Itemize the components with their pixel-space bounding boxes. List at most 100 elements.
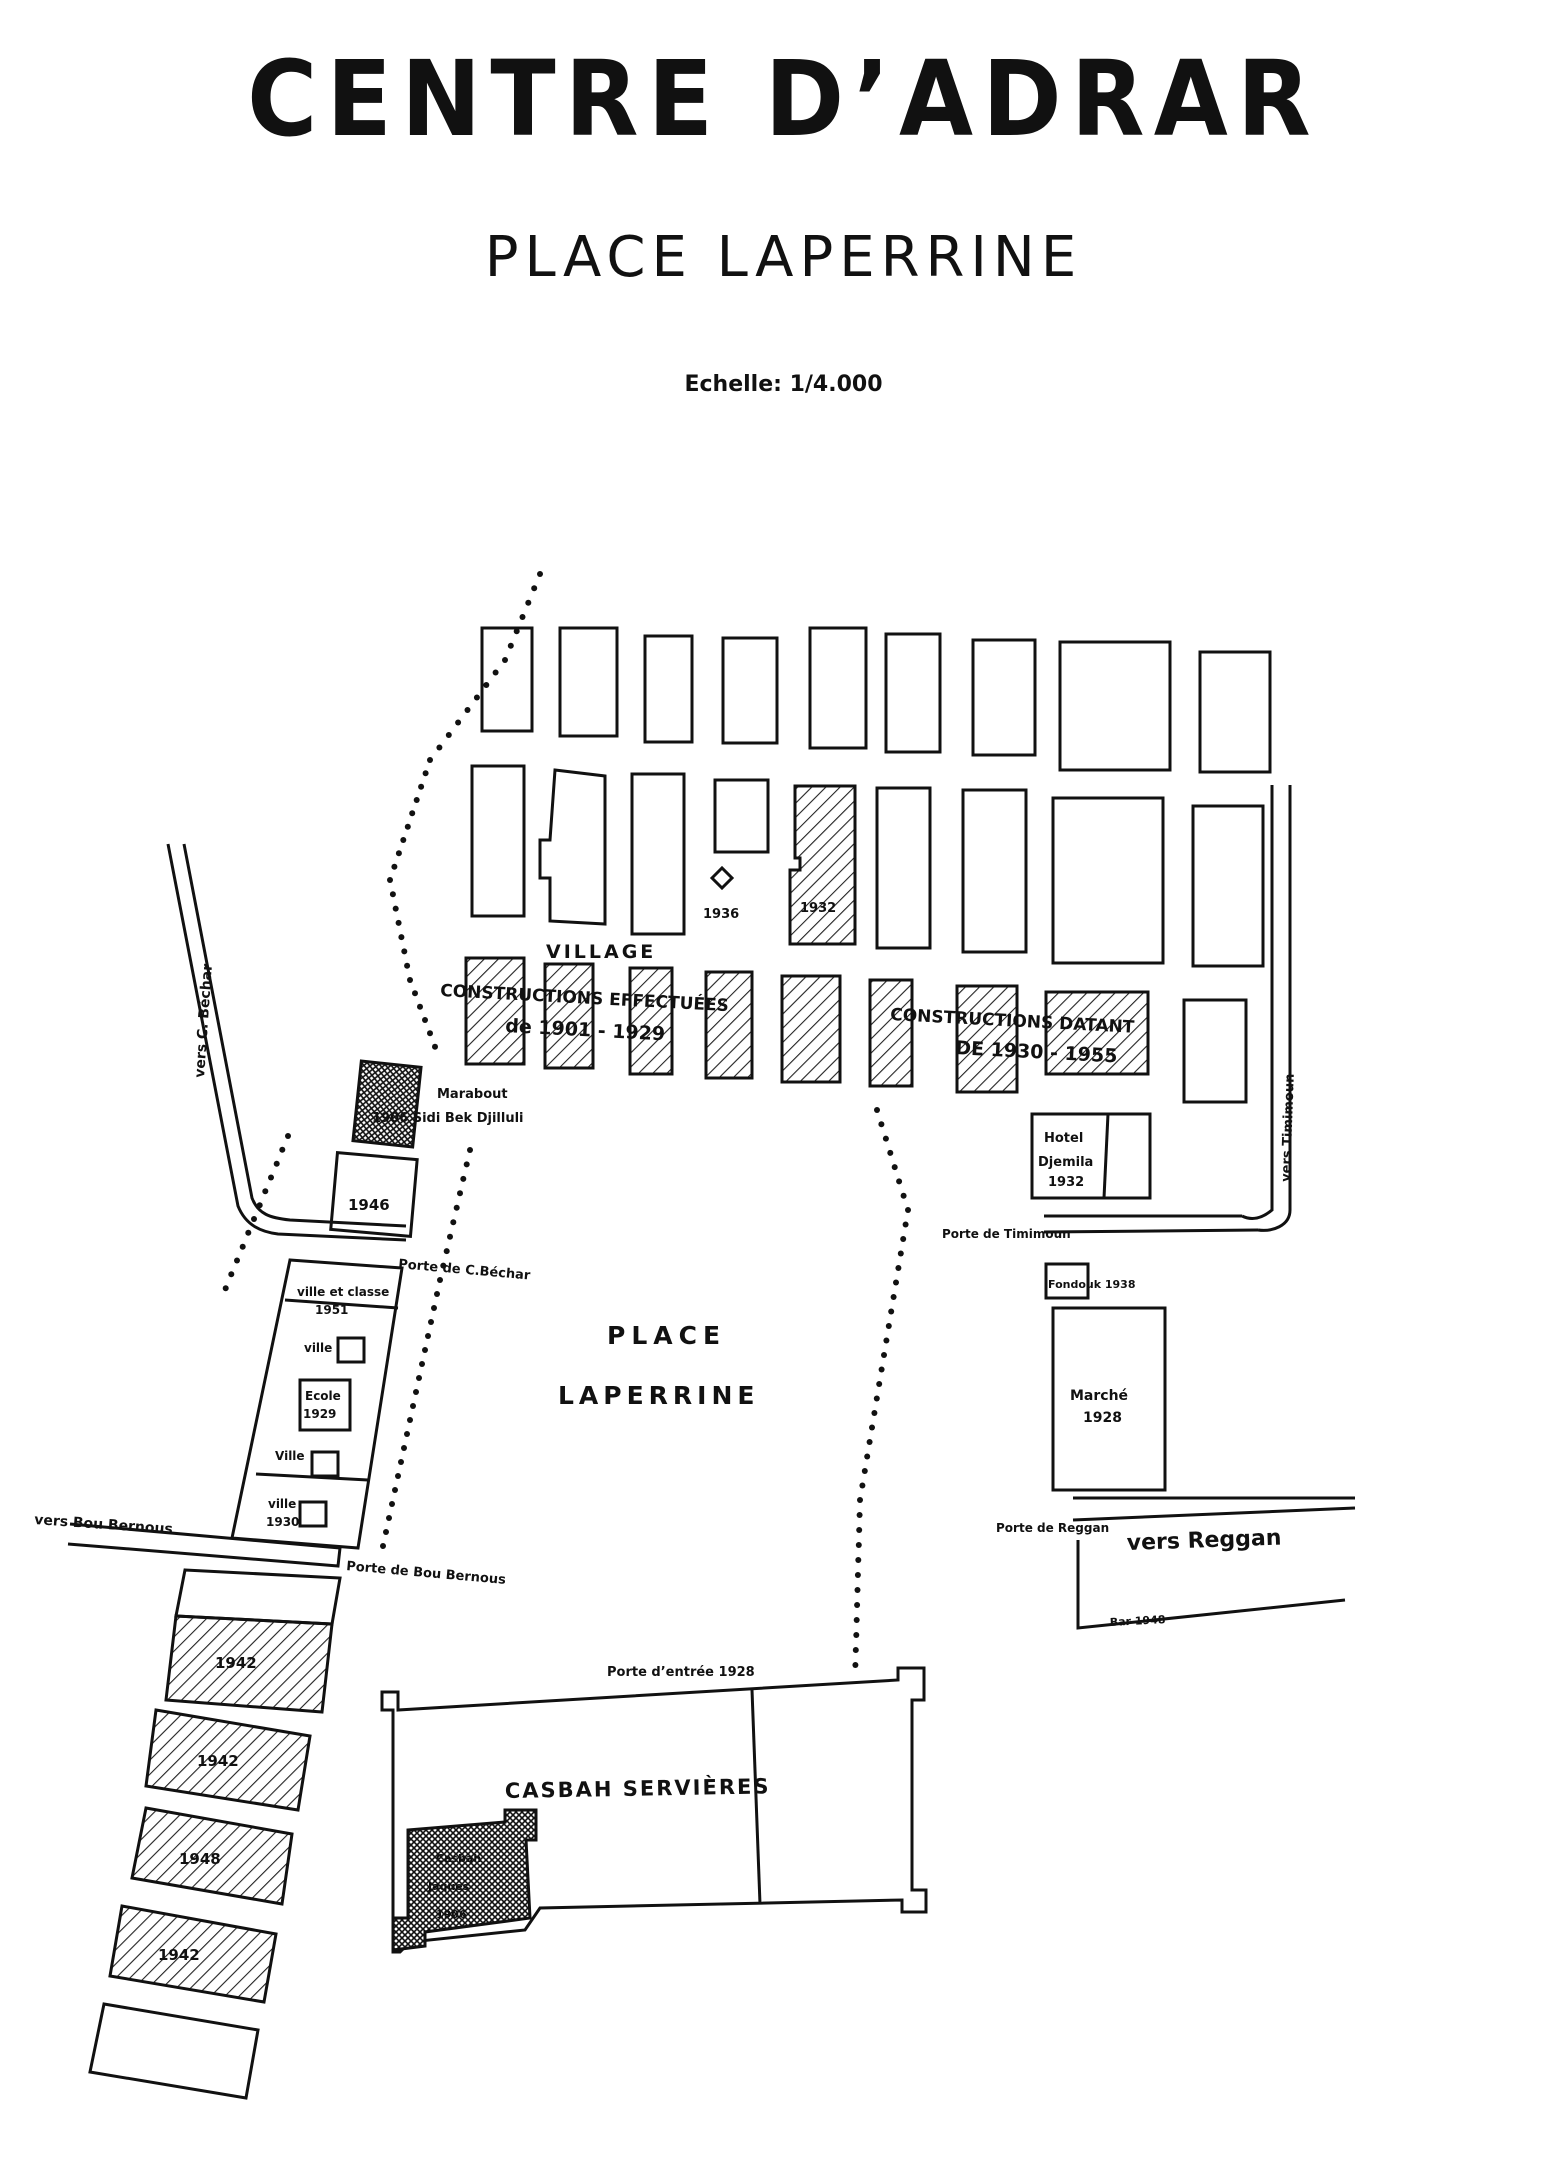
dotted-path-dot (239, 1243, 246, 1250)
dotted-path-dot (416, 1375, 422, 1381)
dotted-path-dot (380, 1543, 386, 1549)
label-porte-timimoun: Porte de Timimoun (942, 1227, 1071, 1241)
label-ville-3: ville (268, 1497, 296, 1511)
village-block-row-2 (470, 764, 1265, 968)
label-fondouk: Fondouk 1938 (1048, 1278, 1135, 1291)
dotted-path-dot (428, 1319, 434, 1325)
label-vers-bou-bernous: vers Bou Bernous (34, 1512, 174, 1538)
dotted-path-dot (401, 948, 408, 955)
dotted-path-dot (387, 877, 393, 883)
label-casbah-small-1: Casbah (436, 1852, 481, 1865)
label-road-c-becher: vers C. Béchar (192, 963, 216, 1078)
dotted-path-dot (395, 850, 402, 857)
dotted-path-dot (431, 1305, 437, 1311)
dotted-path-dot (412, 990, 418, 997)
label-1936: 1936 (703, 907, 739, 922)
label-laperrine: LAPERRINE (558, 1381, 759, 1410)
dotted-path-dot (262, 1188, 269, 1195)
label-casbah-servieres: CASBAH SERVIÈRES (505, 1773, 771, 1803)
dotted-path-dot (855, 1557, 862, 1563)
dotted-path-dot (395, 1473, 401, 1479)
dotted-path-dot (871, 1410, 878, 1416)
bottom-left-blocks (88, 1568, 342, 2100)
label-ville-2: Ville (275, 1449, 305, 1463)
dotted-path-dot (251, 1216, 257, 1222)
label-porte-entree: Porte d’entrée 1928 (607, 1665, 755, 1680)
dotted-path-dot (854, 1587, 861, 1593)
dotted-path-dot (404, 962, 411, 969)
hatched-block-1932 (788, 784, 857, 946)
dotted-path-dot (492, 669, 499, 676)
village-block-row-1 (480, 626, 1272, 774)
dotted-path-dot (427, 1030, 433, 1037)
dotted-path-dot (245, 1229, 252, 1236)
fondouk (1044, 1262, 1090, 1300)
dotted-path-dot (878, 1121, 885, 1128)
dotted-path-dot (874, 1107, 880, 1113)
dotted-path-dot (855, 1542, 862, 1548)
dotted-path-dot (417, 1003, 423, 1010)
dotted-path-dot (432, 1043, 438, 1050)
label-hotel-year: 1932 (1048, 1175, 1084, 1190)
hotel-djemila (1030, 1112, 1152, 1200)
label-1942-b: 1942 (197, 1752, 239, 1770)
dotted-path-dot (391, 863, 398, 870)
dotted-path-dot (410, 1403, 416, 1409)
casbah-servieres (380, 1666, 928, 1954)
dotted-path-dot (453, 1204, 460, 1211)
label-1948: 1948 (179, 1850, 221, 1868)
dotted-path-dot (386, 1515, 392, 1521)
dotted-path-dot (407, 977, 413, 983)
dotted-path-dot (404, 1431, 410, 1437)
dotted-path-dot (464, 707, 471, 713)
dotted-path-dot (463, 1161, 470, 1168)
dotted-path-dot (434, 1291, 440, 1297)
label-road-timimoun: vers Timimoun (1279, 1073, 1298, 1182)
dotted-path-dot (895, 1265, 902, 1271)
dotted-path-dot (902, 1221, 909, 1228)
dotted-path-dot (852, 1647, 859, 1653)
dotted-path-dot (854, 1602, 861, 1608)
dotted-path-dot (398, 1459, 404, 1465)
constructions-row (464, 956, 1150, 1094)
dotted-path-dot (398, 934, 405, 941)
dotted-path-dot (854, 1572, 861, 1578)
dotted-path-dot (273, 1160, 280, 1167)
label-porte-reggan: Porte de Reggan (996, 1521, 1109, 1535)
dotted-path-dot (893, 1279, 899, 1286)
dotted-path-dot (392, 905, 399, 912)
dotted-path-dot (900, 1192, 907, 1199)
dotted-path-dot (507, 642, 514, 649)
label-porte-c-becher: Porte de C.Béchar (398, 1257, 532, 1284)
dotted-path-dot (473, 694, 480, 701)
dotted-path-dot (859, 1482, 866, 1489)
dotted-path-dot (409, 810, 416, 817)
left-building-strip (230, 1258, 404, 1550)
label-1946: 1946 (348, 1196, 390, 1214)
marche (1051, 1306, 1167, 1492)
dotted-path-dot (437, 1277, 443, 1283)
label-1930: 1930 (266, 1515, 299, 1529)
dotted-path-dot (256, 1202, 263, 1209)
label-bottom-right: Bar 1948 (1109, 1613, 1165, 1629)
label-1929: 1929 (303, 1407, 336, 1421)
dotted-path-dot (268, 1174, 274, 1181)
label-ecole: Ecole (305, 1389, 341, 1403)
label-porte-bou-bernous: Porte de Bou Bernous (346, 1559, 507, 1588)
dotted-path-dot (445, 732, 452, 738)
dotted-path-dot (866, 1439, 873, 1445)
label-marche: Marché (1070, 1388, 1128, 1404)
dotted-path-dot (457, 1190, 463, 1197)
dotted-path-dot (881, 1352, 887, 1358)
dotted-path-dot (897, 1250, 904, 1257)
dotted-path-dot (443, 1248, 450, 1255)
dotted-path-dot (856, 1527, 863, 1533)
label-1942-c: 1942 (158, 1946, 200, 1964)
dotted-path-dot (857, 1497, 863, 1503)
label-1951: 1951 (315, 1303, 348, 1317)
dotted-path-dot (419, 1361, 425, 1367)
dotted-path-dot (389, 891, 396, 898)
label-village: VILLAGE (546, 941, 656, 963)
label-place: PLACE (607, 1321, 726, 1350)
